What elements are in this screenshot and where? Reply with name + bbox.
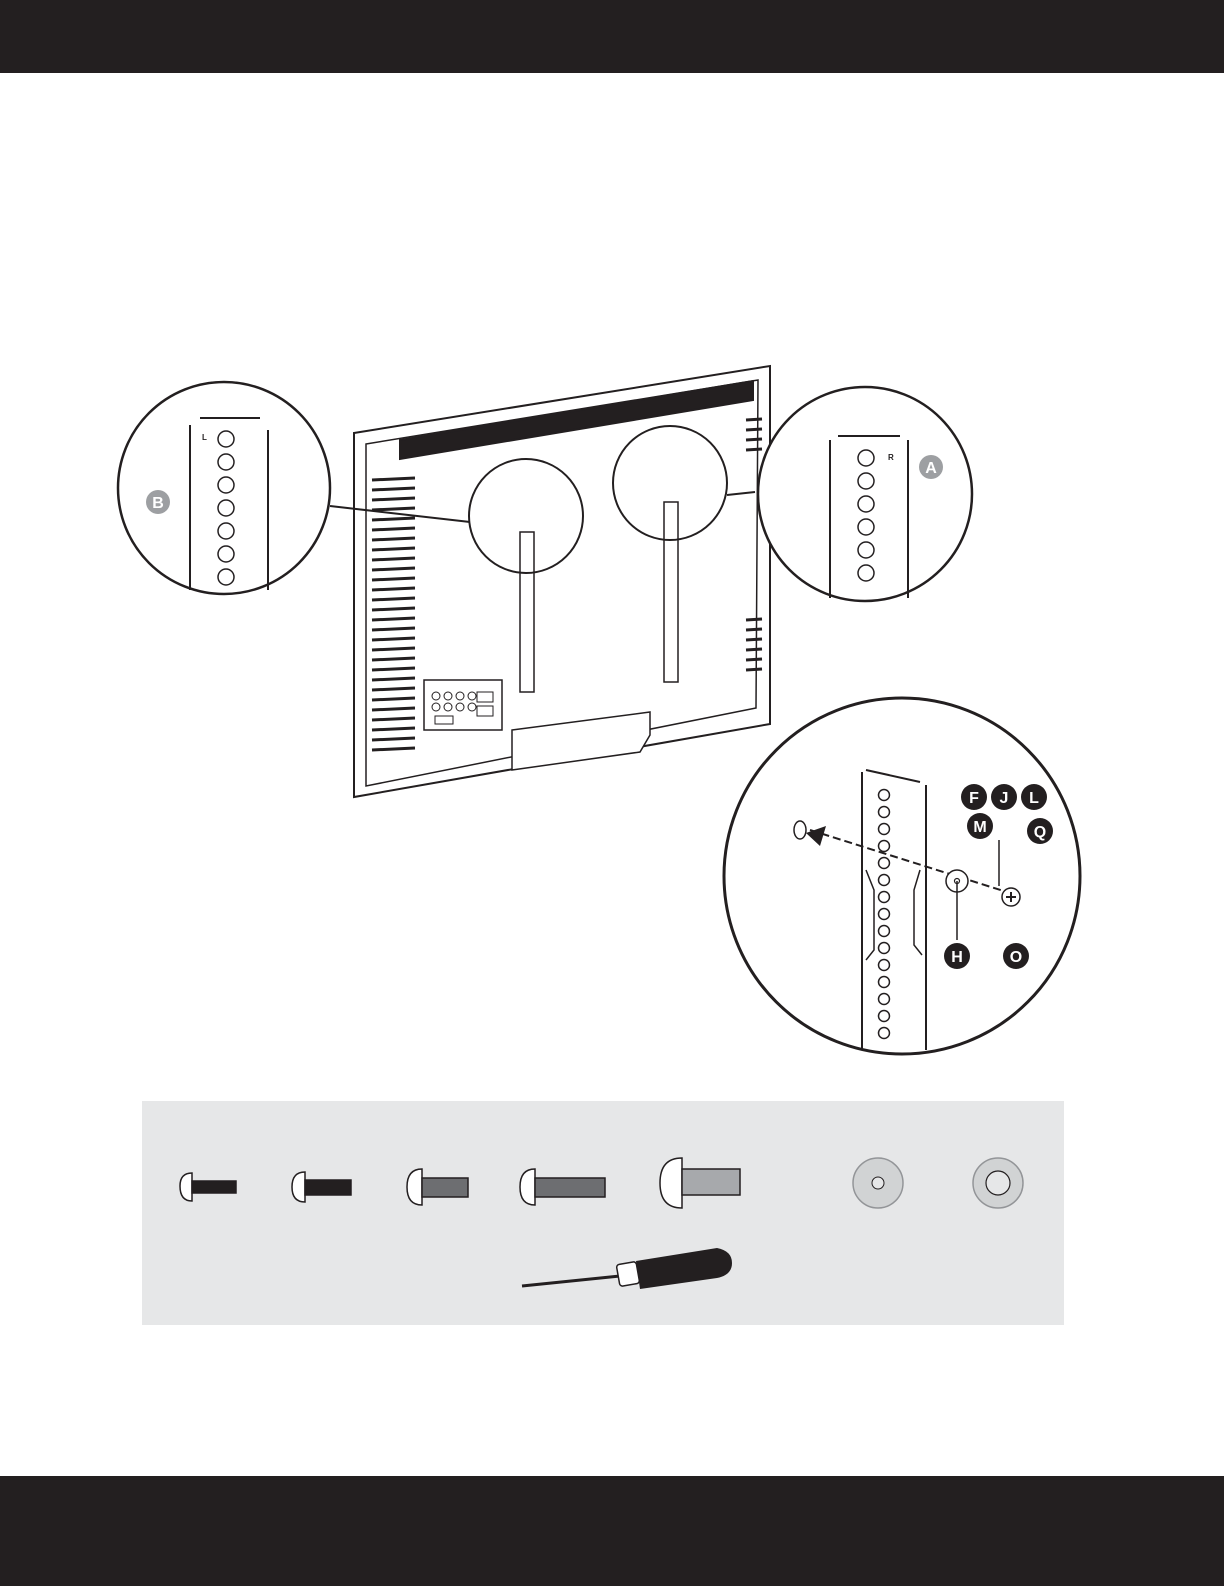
side-mark-l: L [202, 433, 207, 442]
screwdriver [522, 1248, 732, 1289]
washer-large [973, 1158, 1023, 1208]
detail-hardware: F J L M Q H O [724, 698, 1080, 1054]
header-bar [0, 0, 1224, 73]
detail-left-bracket: L B [118, 382, 330, 594]
parts-svg [142, 1101, 1064, 1325]
detail-right-bracket: R A [758, 387, 972, 601]
screw-m8x20 [660, 1158, 740, 1208]
screw-m6x20 [520, 1169, 605, 1205]
assembly-illustration: L B R A [0, 340, 1224, 1060]
label-h: H [951, 949, 963, 966]
screw-m4x12 [180, 1173, 236, 1201]
label-a: A [925, 460, 937, 477]
tv-back [354, 366, 770, 797]
screw-m5x12 [292, 1172, 351, 1202]
label-f: F [969, 790, 979, 807]
washer-small [853, 1158, 903, 1208]
label-q: Q [1034, 824, 1046, 841]
parts-panel [142, 1101, 1064, 1325]
label-l: L [1029, 790, 1039, 807]
label-o: O [1010, 949, 1022, 966]
label-j: J [1000, 790, 1009, 807]
label-m: M [973, 819, 986, 836]
label-b: B [152, 495, 164, 512]
screw-m6x12 [407, 1169, 468, 1205]
side-mark-r: R [888, 453, 894, 462]
footer-bar [0, 1476, 1224, 1586]
